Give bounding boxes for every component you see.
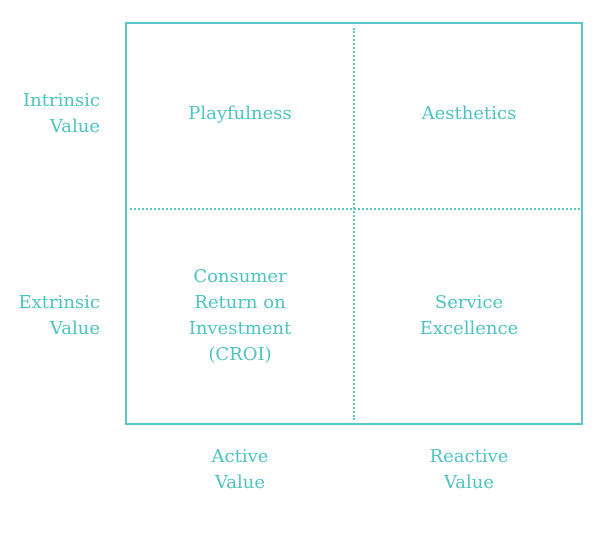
quadrant-playfulness: Playfulness bbox=[188, 103, 292, 124]
matrix-frame bbox=[125, 22, 583, 425]
horizontal-divider bbox=[130, 208, 580, 210]
vertical-divider bbox=[353, 28, 355, 420]
row-label-extrinsic: Extrinsic Value bbox=[18, 292, 100, 339]
column-label-active: Active Value bbox=[211, 446, 269, 493]
quadrant-service-excellence: Service Excellence bbox=[419, 292, 519, 339]
quadrant-aesthetics: Aesthetics bbox=[421, 103, 517, 124]
column-label-reactive: Reactive Value bbox=[429, 446, 509, 493]
row-label-intrinsic: Intrinsic Value bbox=[23, 90, 100, 137]
quadrant-croi: Consumer Return on Investment (CROI) bbox=[188, 266, 292, 365]
